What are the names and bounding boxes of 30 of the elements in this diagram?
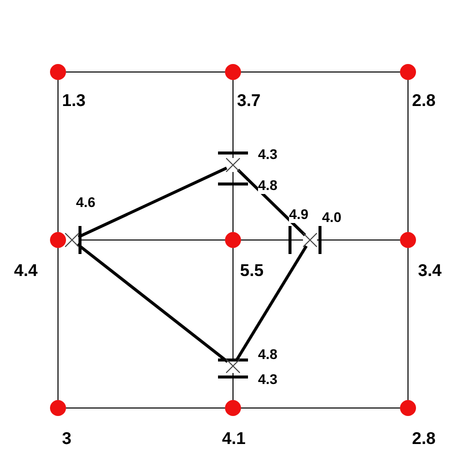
grid-point [225,400,241,416]
grid-point [225,64,241,80]
value-label: 3.4 [418,262,442,280]
grid-line [232,172,234,232]
grid-point [50,232,66,248]
intersection-mark [226,359,240,373]
contour-line [78,166,228,238]
intersection-mark [303,233,317,247]
grid-point [50,64,66,80]
value-label: 1.3 [62,92,86,110]
contour-line [235,245,308,361]
grid-point [225,232,241,248]
grid-line [232,248,234,360]
grid-line [232,372,234,400]
grid-line [232,80,234,158]
value-label: 5.5 [240,262,264,280]
value-label: 3 [62,430,72,448]
intersection-mark [226,158,240,172]
grid-point [50,400,66,416]
contour-line [236,168,306,236]
grid-point [400,400,416,416]
value-label: 2.8 [412,430,436,448]
value-label: 3.7 [237,92,261,110]
grid-point [400,232,416,248]
value-label: 4.4 [14,262,38,280]
grid-point [400,64,416,80]
value-label: 4.1 [222,430,246,448]
intersection-mark [65,233,79,247]
contour-line [76,243,228,363]
value-label: 2.8 [412,92,436,110]
